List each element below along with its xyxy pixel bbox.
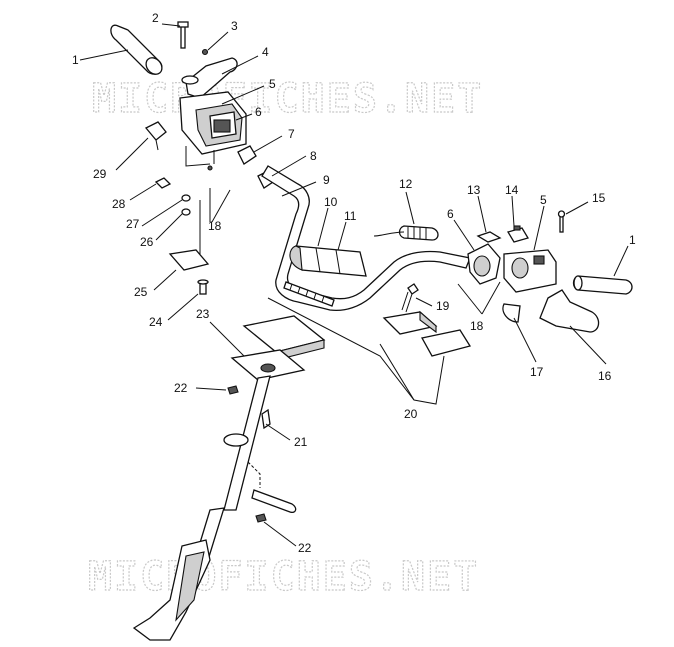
callout-27: 27 — [126, 217, 140, 231]
switch-29 — [144, 121, 167, 151]
grip-12 — [373, 225, 439, 241]
brake-lever-16 — [539, 289, 600, 333]
callout-22-lower: 22 — [298, 541, 312, 555]
right-switch-5 — [503, 249, 557, 293]
callout-21: 21 — [294, 435, 308, 449]
callout-2: 2 — [152, 11, 159, 25]
callout-18-right: 18 — [470, 319, 484, 333]
callout-12: 12 — [399, 177, 413, 191]
upper-clamp-20 — [382, 310, 472, 357]
left-grip — [110, 24, 163, 75]
callout-18-left: 18 — [208, 219, 222, 233]
callout-20: 20 — [404, 407, 418, 421]
callout-23: 23 — [196, 307, 210, 321]
callout-3: 3 — [231, 19, 238, 33]
callout-5: 5 — [269, 77, 276, 91]
callout-10: 10 — [324, 195, 338, 209]
nut-22b — [255, 513, 267, 523]
callout-17: 17 — [530, 365, 544, 379]
callout-5-right: 5 — [540, 193, 547, 207]
spring-pad — [283, 281, 335, 307]
callout-8: 8 — [310, 149, 317, 163]
callout-7: 7 — [288, 127, 295, 141]
leader-lines — [79, 23, 629, 547]
bushing-22 — [251, 489, 297, 514]
retainer-13 — [476, 231, 502, 243]
right-grip-1 — [572, 275, 633, 295]
handlebar-pad-10-11 — [289, 245, 367, 277]
screw-15 — [557, 210, 566, 233]
bolt-2 — [177, 21, 189, 49]
bolt-21 — [261, 408, 271, 430]
callout-29: 29 — [93, 167, 107, 181]
pin-18 — [207, 165, 213, 171]
watermark-bottom: MICROFICHES.NET — [88, 554, 479, 600]
lower-clamp-23 — [230, 315, 326, 381]
callout-6: 6 — [255, 105, 262, 119]
cap-14 — [507, 225, 529, 243]
callout-28: 28 — [112, 197, 126, 211]
callout-14: 14 — [505, 183, 519, 197]
callout-24: 24 — [149, 315, 163, 329]
washer-27 — [181, 194, 191, 202]
watermark-top: MICROFICHES.NET — [92, 76, 483, 122]
callout-22-upper: 22 — [174, 381, 188, 395]
steering-post — [132, 375, 271, 641]
callout-15: 15 — [592, 191, 606, 205]
screw-3 — [201, 48, 209, 56]
callout-9: 9 — [323, 173, 330, 187]
callout-25: 25 — [134, 285, 148, 299]
bolt-19 — [401, 283, 419, 313]
bolt-24 — [197, 279, 209, 295]
nut-28 — [154, 177, 172, 189]
callout-11: 11 — [344, 209, 357, 223]
callout-1-right: 1 — [629, 233, 636, 247]
washer-26 — [181, 208, 191, 216]
callout-6-right: 6 — [447, 207, 454, 221]
callout-19: 19 — [436, 299, 450, 313]
callout-1: 1 — [72, 53, 79, 67]
switch-housing-5-6 — [179, 91, 247, 155]
clamp-17 — [502, 303, 521, 323]
nut-22a — [227, 385, 239, 395]
bracket-25 — [168, 249, 210, 271]
collar-7 — [237, 145, 257, 165]
callout-13: 13 — [467, 183, 481, 197]
callout-labels: 1 2 3 4 5 6 7 8 9 10 11 12 13 14 5 15 1 … — [72, 11, 636, 555]
right-switch-6 — [467, 243, 501, 285]
callout-4: 4 — [262, 45, 269, 59]
callout-26: 26 — [140, 235, 154, 249]
callout-16: 16 — [598, 369, 612, 383]
